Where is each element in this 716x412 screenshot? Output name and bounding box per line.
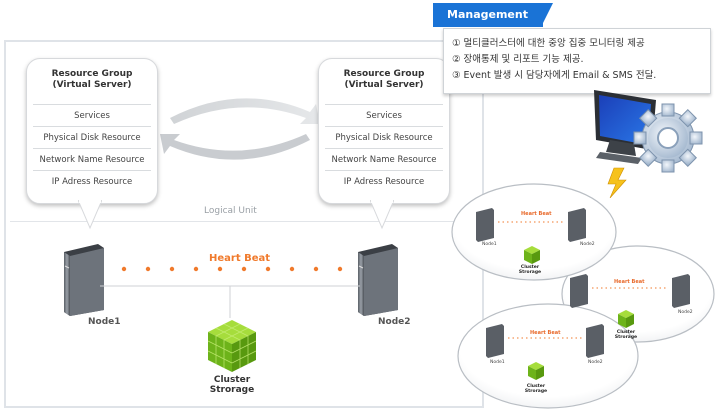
mini1-node2-label: Node2 <box>580 242 595 247</box>
mini3-node2-label: Node2 <box>588 360 603 365</box>
resource-row-physical-disk: Physical Disk Resource <box>33 126 151 149</box>
node2-label: Node2 <box>378 317 411 327</box>
heartbeat-label: Heart Beat <box>209 253 271 264</box>
mini1-storage-label: Cluster Strorage <box>518 265 542 275</box>
resource-row-network-name: Network Name Resource <box>33 148 151 171</box>
resource-group-left: Resource Group (Virtual Server) Services… <box>26 58 158 204</box>
server-node1-icon <box>64 244 104 316</box>
resource-row-physical-disk: Physical Disk Resource <box>325 126 443 149</box>
management-line-1: ① 멀티클러스터에 대한 중앙 집중 모니터링 제공 <box>452 38 645 49</box>
mini1-node1-label: Node1 <box>482 242 497 247</box>
resource-row-ip-address: IP Adress Resource <box>325 170 443 193</box>
resource-group-subtitle: (Virtual Server) <box>344 80 424 90</box>
callout-pointer-left <box>78 200 102 230</box>
node1-label: Node1 <box>88 317 121 327</box>
mini2-node2-label: Node2 <box>678 310 693 315</box>
resource-group-subtitle: (Virtual Server) <box>52 80 132 90</box>
resource-group-right: Resource Group (Virtual Server) Services… <box>318 58 450 204</box>
server-node2-icon <box>358 244 398 316</box>
cluster-storage-icon <box>207 320 257 372</box>
sync-arrow-bottom <box>160 134 310 160</box>
heartbeat-line <box>121 266 343 272</box>
sync-arrow-top <box>170 98 320 124</box>
resource-row-ip-address: IP Adress Resource <box>33 170 151 193</box>
logical-unit-divider <box>10 221 472 222</box>
mini2-storage-label: Cluster Strorage <box>614 330 638 340</box>
resource-group-title: Resource Group <box>51 69 133 79</box>
storage-connector <box>100 285 360 318</box>
logical-unit-label: Logical Unit <box>204 206 257 216</box>
mini-cluster-1 <box>476 208 586 264</box>
sync-arrows <box>160 98 320 160</box>
mini-cluster-group <box>451 183 715 409</box>
management-line-3: ③ Event 발생 시 담당자에게 Email & SMS 전달. <box>452 70 657 81</box>
management-panel <box>443 28 711 94</box>
monitor-gear-icon <box>594 90 703 198</box>
resource-row-network-name: Network Name Resource <box>325 148 443 171</box>
management-line-2: ② 장애통제 및 리포트 기능 제공. <box>452 54 584 65</box>
management-tab-corner <box>541 3 553 27</box>
resource-group-title: Resource Group <box>343 69 425 79</box>
cluster-storage-label: Cluster Strorage <box>209 375 255 395</box>
resource-row-services: Services <box>33 104 151 127</box>
mini2-heartbeat-label: Heart Beat <box>614 279 645 285</box>
mini3-heartbeat-label: Heart Beat <box>530 330 561 336</box>
mini3-node1-label: Node1 <box>490 360 505 365</box>
management-tab: Management <box>433 3 543 27</box>
resource-row-services: Services <box>325 104 443 127</box>
mini-cluster-3 <box>486 324 604 380</box>
mini3-storage-label: Cluster Strorage <box>524 384 548 394</box>
mini-cluster-2 <box>570 274 690 328</box>
callout-pointer-right <box>370 200 394 230</box>
mini1-heartbeat-label: Heart Beat <box>521 211 552 217</box>
